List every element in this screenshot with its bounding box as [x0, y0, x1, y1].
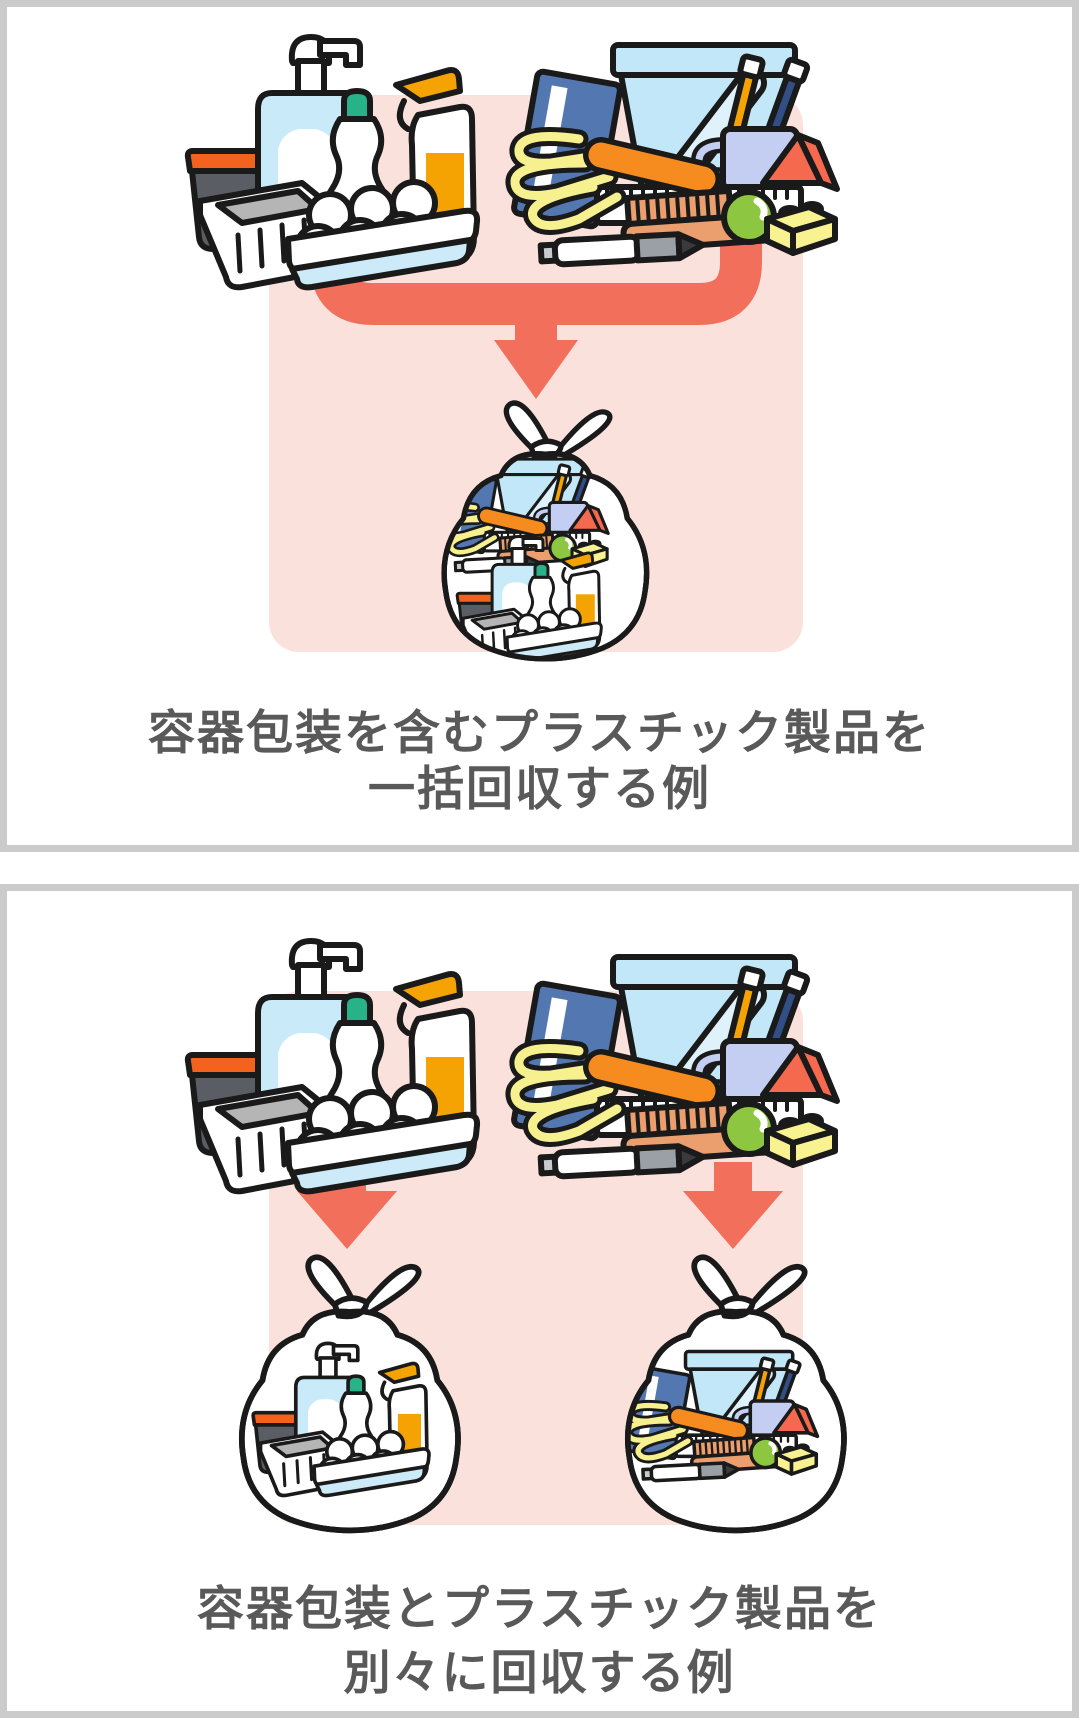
caption-line: 容器包装を含むプラスチック製品を: [147, 706, 932, 759]
combined-collection-illustration: [7, 7, 1072, 845]
product-items-icon: [513, 45, 837, 265]
panel-combined-collection: 容器包装を含むプラスチック製品を 一括回収する例: [0, 0, 1079, 852]
separate-collection-illustration: [7, 891, 1072, 1711]
packaging-items-icon: [188, 37, 477, 287]
panel-separate-collection: 容器包装とプラスチック製品を 別々に回収する例: [0, 884, 1079, 1718]
panel-caption: 容器包装とプラスチック製品を 別々に回収する例: [7, 1577, 1072, 1705]
panel-caption: 容器包装を含むプラスチック製品を 一括回収する例: [7, 705, 1072, 817]
packaging-items-icon: [188, 941, 477, 1191]
product-items-icon: [513, 957, 837, 1177]
caption-line: 別々に回収する例: [343, 1646, 736, 1699]
caption-line: 容器包装とプラスチック製品を: [196, 1582, 883, 1635]
caption-line: 一括回収する例: [368, 762, 711, 815]
